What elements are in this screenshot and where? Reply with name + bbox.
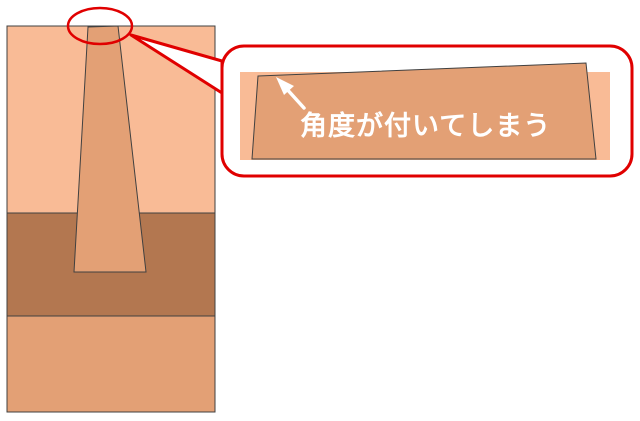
zoom-tapered-piece — [251, 62, 597, 160]
callout-label: 角度が付いてしまう — [300, 111, 552, 142]
lower-layer — [6, 315, 216, 413]
tapered-piece — [73, 25, 147, 273]
zoom-callout — [220, 44, 634, 178]
highlight-circle — [66, 6, 134, 46]
arrow-icon — [276, 77, 306, 110]
